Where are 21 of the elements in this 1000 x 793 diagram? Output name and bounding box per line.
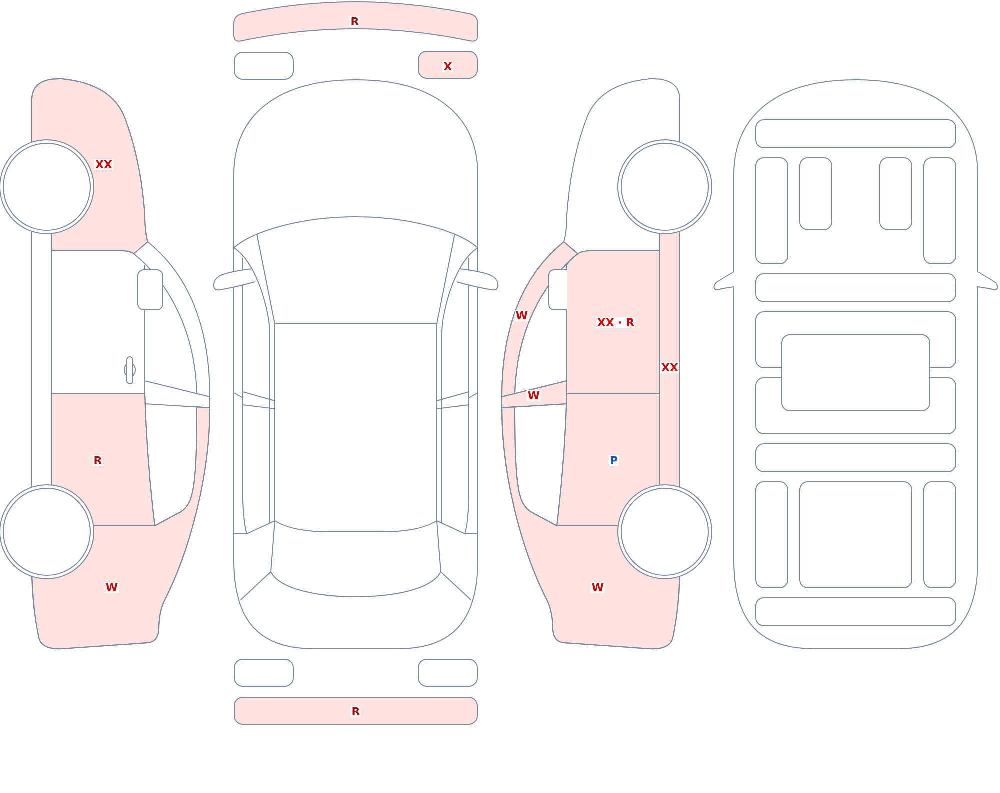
damage-code: XX · R (596, 318, 636, 328)
damage-code: R (350, 706, 362, 718)
damage-code: XX (94, 160, 114, 170)
empty-panel (234, 659, 294, 687)
empty-panel (418, 659, 478, 687)
damaged-panel (660, 230, 680, 489)
damage-code: W (514, 310, 530, 322)
damaged-panel (418, 51, 478, 79)
damage-code: W (104, 582, 120, 594)
empty-panel (234, 52, 294, 80)
damage-code: R (92, 456, 104, 466)
damaged-panel (234, 2, 478, 42)
damage-code: P (608, 456, 620, 466)
damage-code: R (350, 16, 360, 28)
damaged-panel (502, 381, 567, 408)
damage-code: XX (660, 362, 680, 374)
damaged-panel (234, 697, 478, 725)
damage-code: W (590, 582, 606, 594)
damaged-panel (567, 251, 660, 394)
damage-code: W (526, 390, 542, 402)
damage-code: X (442, 62, 454, 72)
